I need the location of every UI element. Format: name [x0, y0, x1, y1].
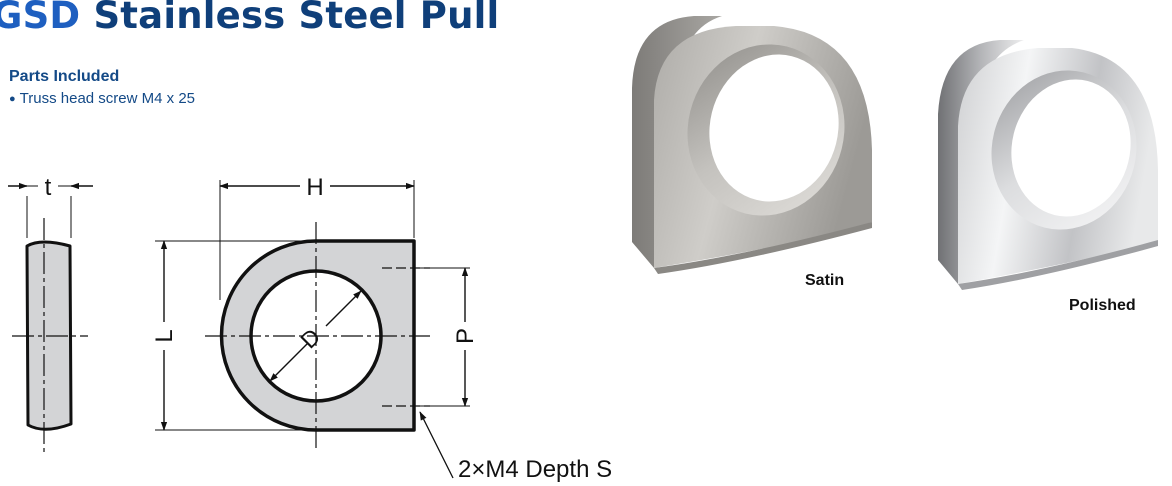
dimension-label-l: L — [151, 329, 178, 342]
technical-drawing: t H L P D 2×M4 Depth S — [8, 174, 612, 483]
front-view: H L P D 2×M4 Depth S — [151, 174, 612, 483]
satin-caption: Satin — [805, 272, 845, 289]
satin-pull-photo — [632, 16, 872, 274]
dimension-label-t: t — [45, 174, 52, 201]
screw-callout: 2×M4 Depth S — [458, 456, 612, 483]
d-arrow-1 — [269, 342, 309, 382]
callout-leader — [419, 411, 454, 479]
polished-pull-photo — [938, 40, 1158, 290]
parts-list-item: ●Truss head screw M4 x 25 — [9, 90, 195, 107]
bullet-icon: ● — [9, 93, 16, 105]
dimension-label-p: P — [452, 328, 479, 344]
parts-included-heading: Parts Included — [9, 68, 120, 85]
dimension-label-h: H — [306, 174, 323, 201]
d-arrow-2 — [325, 290, 362, 327]
polished-caption: Polished — [1069, 297, 1136, 314]
parts-item-text: Truss head screw M4 x 25 — [19, 90, 195, 107]
page-title: GSD Stainless Steel Pull — [0, 0, 499, 37]
side-view: t — [8, 174, 93, 452]
product-name: Stainless Steel Pull — [93, 0, 500, 37]
product-code: GSD — [0, 0, 81, 37]
